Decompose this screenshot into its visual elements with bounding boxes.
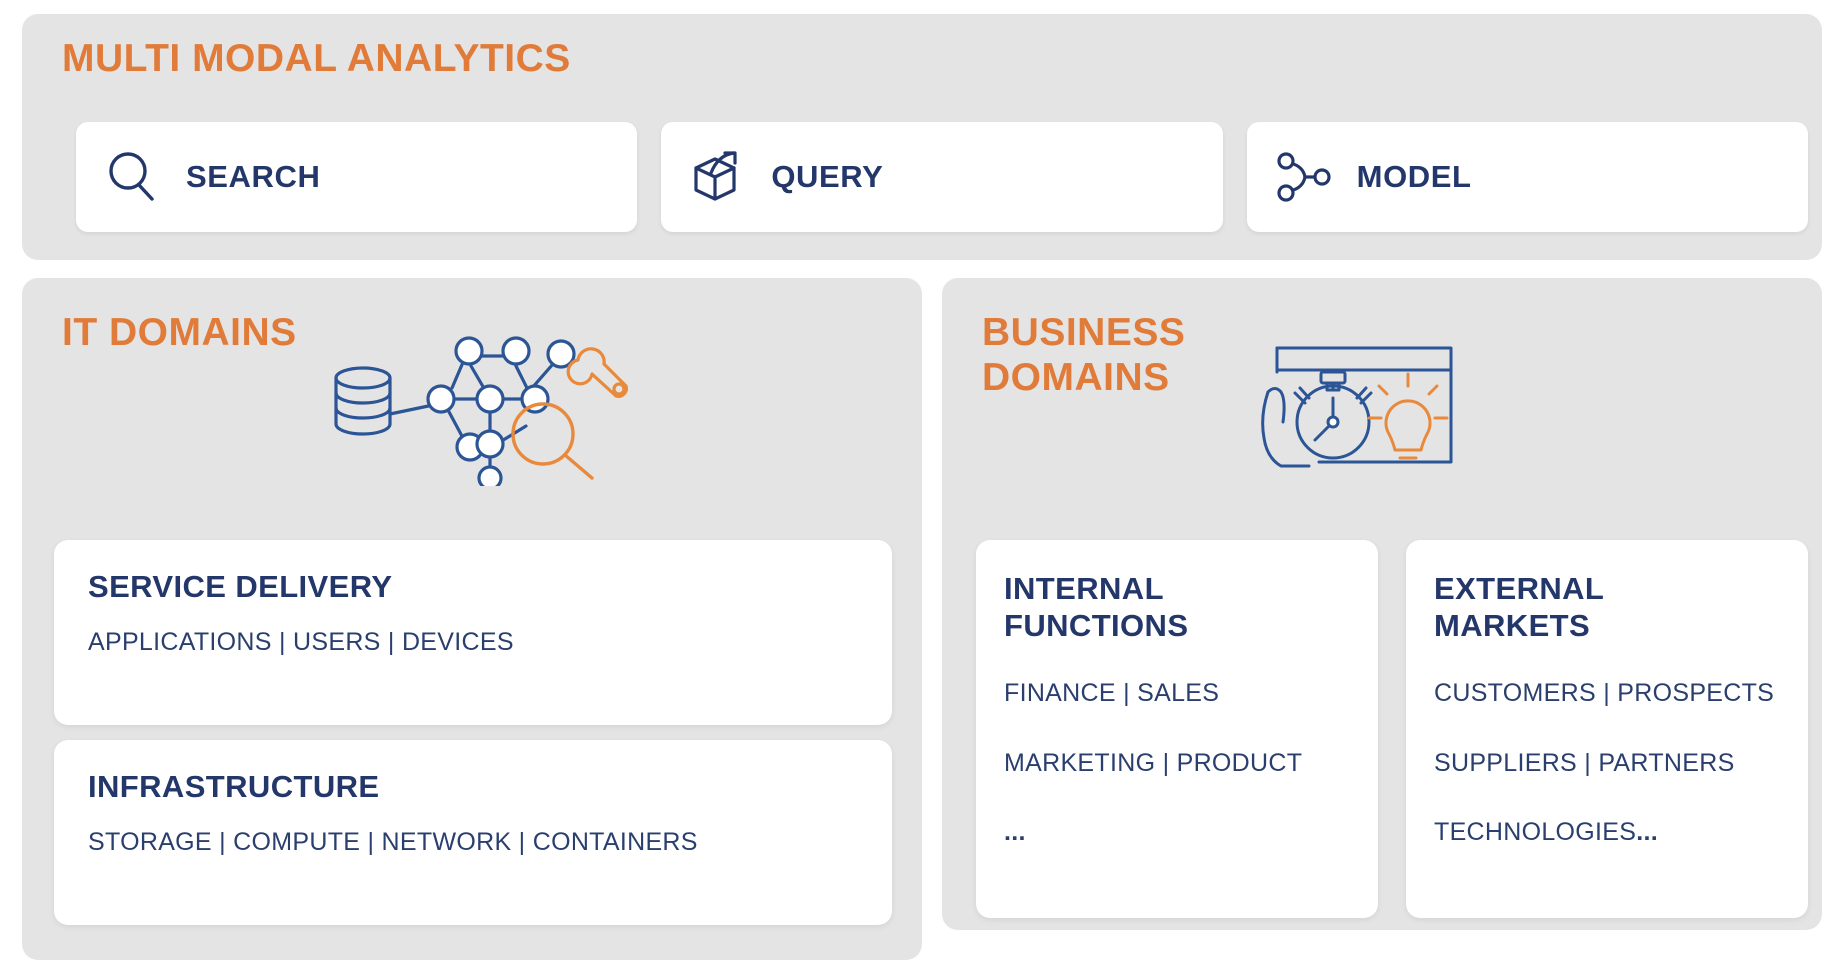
it-domains-title: IT DOMAINS	[62, 311, 297, 354]
node-graph-icon	[1273, 146, 1335, 208]
card-infrastructure-title: INFRASTRUCTURE	[88, 769, 380, 804]
card-external-markets-line-3-ellipsis: ...	[1636, 817, 1658, 846]
card-internal-functions-line-2: MARKETING | PRODUCT	[1004, 748, 1303, 777]
card-external-markets-line-2: SUPPLIERS | PARTNERS	[1434, 748, 1735, 777]
mode-card-search[interactable]: SEARCH	[76, 122, 638, 232]
mode-card-model[interactable]: MODEL	[1246, 122, 1808, 232]
business-domains-title-line1: BUSINESS	[982, 311, 1186, 354]
mode-label-query: QUERY	[771, 159, 884, 194]
magnifier-icon	[102, 146, 164, 208]
mode-label-model: MODEL	[1356, 159, 1472, 194]
business-domains-title-line2: DOMAINS	[982, 356, 1170, 400]
card-internal-functions-line-3-ellipsis: ...	[1004, 817, 1026, 846]
card-external-markets-title: EXTERNAL MARKETS	[1434, 570, 1780, 644]
database-network-wrench-magnifier-illustration	[330, 326, 650, 491]
card-service-delivery: SERVICE DELIVERY APPLICATIONS | USERS | …	[54, 540, 892, 725]
card-external-markets-line-3-text: TECHNOLOGIES	[1434, 817, 1637, 846]
mode-label-search: SEARCH	[186, 159, 321, 194]
mode-card-query[interactable]: QUERY	[661, 122, 1223, 232]
card-infrastructure: INFRASTRUCTURE STORAGE | COMPUTE | NETWO…	[54, 740, 892, 925]
card-external-markets-line-1: CUSTOMERS | PROSPECTS	[1434, 679, 1775, 708]
card-internal-functions-title: INTERNAL FUNCTIONS	[1004, 570, 1350, 644]
box-arrow-icon	[687, 146, 749, 208]
card-external-markets-title-line1: EXTERNAL	[1434, 571, 1605, 606]
stopwatch-lightbulb-dashboard-illustration	[1255, 330, 1475, 480]
card-internal-functions-title-line1: INTERNAL	[1004, 571, 1164, 606]
card-external-markets-title-line2: MARKETS	[1434, 608, 1591, 644]
card-internal-functions: INTERNAL FUNCTIONS FINANCE | SALES MARKE…	[976, 540, 1378, 918]
business-domains-title: BUSINESS DOMAINS	[982, 310, 1212, 400]
card-external-markets: EXTERNAL MARKETS CUSTOMERS | PROSPECTS S…	[1406, 540, 1808, 918]
card-external-markets-line-3: TECHNOLOGIES...	[1434, 817, 1780, 848]
card-internal-functions-line-3: ...	[1004, 817, 1350, 848]
card-infrastructure-subtitle: STORAGE | COMPUTE | NETWORK | CONTAINERS	[88, 828, 698, 857]
card-internal-functions-line-1: FINANCE | SALES	[1004, 679, 1220, 708]
card-service-delivery-title: SERVICE DELIVERY	[88, 569, 393, 604]
multi-modal-analytics-title: MULTI MODAL ANALYTICS	[62, 37, 571, 80]
analytics-mode-row: SEARCH QUERY	[76, 122, 1808, 232]
card-internal-functions-title-line2: FUNCTIONS	[1004, 608, 1189, 644]
card-service-delivery-subtitle: APPLICATIONS | USERS | DEVICES	[88, 628, 514, 657]
